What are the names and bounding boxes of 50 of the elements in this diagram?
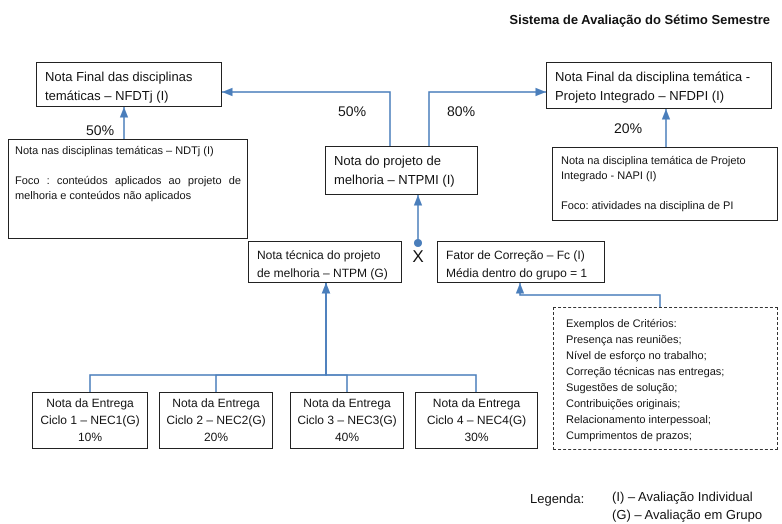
node-text: Nível de esforço no trabalho;	[566, 349, 708, 364]
node-text: Nota Final das disciplinas temáticas – NFDTj (I)	[45, 68, 194, 105]
node-text: Sugestões de solução;	[566, 381, 678, 396]
node-text: Contribuições originais;	[566, 397, 682, 412]
arrow	[516, 283, 661, 307]
process-box	[437, 241, 605, 283]
node-text: Nota técnica do projeto de melhoria – NTPM (G)	[257, 247, 389, 282]
node-text: Nota na disciplina temática de Projeto Integrado - NAPI (I)	[561, 154, 747, 184]
node-text: Nota nas disciplinas temáticas – NDTj (I)	[15, 144, 215, 159]
node-text: Nota da Entrega Ciclo 2 – NEC2(G)	[165, 395, 267, 429]
criteria-box	[553, 307, 778, 450]
process-box	[248, 241, 402, 283]
process-box	[8, 139, 248, 239]
process-box	[552, 147, 778, 221]
node-text: 30%	[464, 429, 489, 446]
node-text: Fator de Correção – Fc (I)	[446, 247, 586, 264]
node-text: Exemplos de Critérios:	[566, 317, 678, 332]
legend-heading: Legenda:	[530, 490, 584, 508]
node-text: Nota do projeto de melhoria – NTPMI (I)	[334, 152, 456, 189]
node-text: 20%	[204, 429, 228, 446]
node-text: Correção técnicas nas entregas;	[566, 365, 726, 380]
process-box	[290, 392, 404, 449]
node-text: Cumprimentos de prazos;	[566, 429, 693, 444]
process-box	[325, 146, 478, 195]
legend-entry: (I) – Avaliação Individual	[612, 488, 753, 505]
arrow	[120, 107, 128, 139]
arrow	[662, 109, 670, 147]
diagram-title: Sistema de Avaliação do Sétimo Semestre	[509, 11, 770, 29]
arrow	[414, 195, 422, 248]
node-text: 10%	[78, 429, 102, 446]
node-text: Média dentro do grupo = 1	[446, 265, 588, 282]
arrow	[428, 88, 546, 146]
process-box	[159, 392, 273, 449]
arrow	[322, 283, 477, 392]
arrow	[222, 88, 391, 146]
node-text: Presença nas reuniões;	[566, 333, 683, 348]
process-box	[36, 62, 222, 107]
process-box	[415, 392, 538, 449]
multiplication-sign: X	[409, 243, 427, 271]
node-text: Relacionamento interpessoal;	[566, 413, 712, 428]
node-text: Nota da Entrega Ciclo 1 – NEC1(G)	[39, 395, 141, 429]
node-text: Foco: atividades na disciplina de PI	[561, 199, 734, 214]
process-box	[546, 62, 772, 109]
legend-entry: (G) – Avaliação em Grupo	[612, 506, 762, 523]
node-text: Nota da Entrega Ciclo 3 – NEC3(G)	[296, 395, 398, 429]
node-text: Nota Final da disciplina temática - Projeto Integrado – NFDPI (I)	[555, 68, 752, 105]
node-text: Nota da Entrega Ciclo 4 – NEC4(G)	[426, 395, 528, 429]
node-text: 40%	[334, 429, 360, 446]
process-box	[32, 392, 148, 449]
node-text: Foco : conteúdos aplicados ao projeto de melhoria e conteúdos não aplicados	[15, 174, 241, 204]
